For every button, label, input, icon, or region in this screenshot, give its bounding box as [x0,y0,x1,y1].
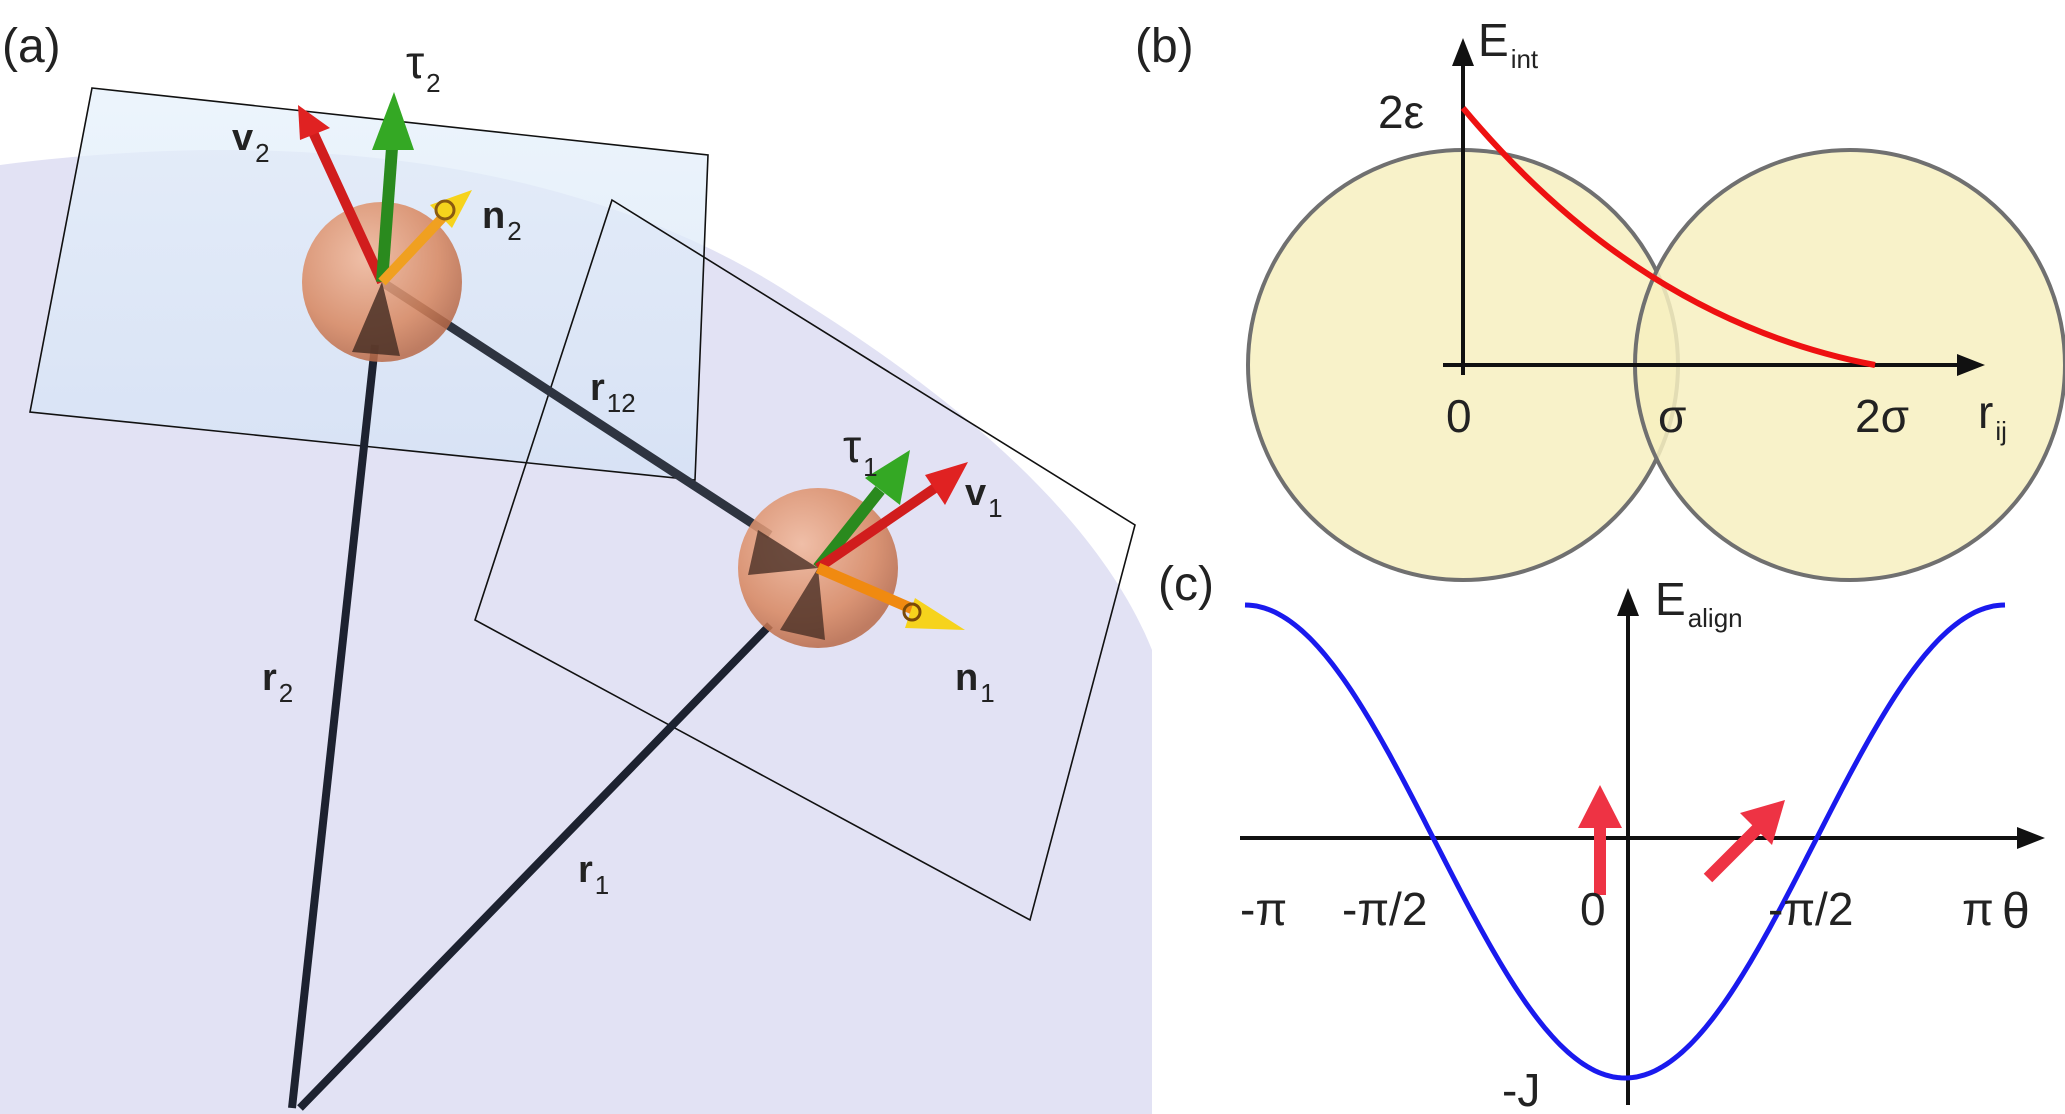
c-x-tick-pi: π [1962,883,1994,935]
b-x-tick-0: 0 [1446,390,1472,442]
b-y-axis-label: Eint [1478,14,1539,74]
alignment-energy-curve [1244,602,2006,1081]
n1-label: n1 [955,657,995,708]
r1-vector [297,622,773,1111]
c-x-tick-zero: 0 [1580,883,1606,935]
panel-a-label: (a) [2,20,61,73]
r2-label: r2 [262,657,293,708]
b-x-tick-2sigma: 2σ [1855,390,1909,442]
b-x-axis-label: rij [1978,386,2007,446]
c-x-axis-arrow [2017,827,2045,849]
panel-b-label: (b) [1135,20,1194,73]
panel-c: (c) Ealign θ -π -π/2 0 -π/2 π -J [1158,558,2045,1114]
particle-2 [298,92,472,362]
b-y-tick-2eps: 2ε [1378,86,1424,138]
panel-c-label: (c) [1158,558,1214,611]
aligned-orientation-arrow [1578,785,1622,895]
interaction-energy-curve [1460,106,1876,368]
particle-1 [738,450,968,648]
tau2-label: τ2 [406,36,441,98]
c-x-tick-neg-half-pi: -π/2 [1342,883,1427,935]
c-x-axis-label: θ [2002,883,2030,939]
c-x-tick-neg-pi: -π [1240,883,1287,935]
tau1-label: τ1 [843,420,878,482]
panel-b: (b) Eint 2ε 0 σ 2σ rij [1135,14,2065,582]
c-y-tick-neg-j: -J [1502,1064,1540,1114]
c-x-tick-half-pi: -π/2 [1768,883,1853,935]
v1-label: v1 [965,472,1003,523]
v2-label: v2 [232,117,270,168]
b-x-axis-arrow [1957,354,1985,376]
tangent-plane-1 [474,198,1136,922]
b-x-tick-sigma: σ [1658,390,1686,442]
n2-label: n2 [482,195,522,246]
c-y-axis-arrow [1617,588,1639,616]
r12-label: r12 [590,367,636,418]
r2-vector [288,344,379,1109]
r1-label: r1 [578,849,609,900]
c-y-axis-label: Ealign [1655,573,1743,633]
b-y-axis-arrow [1452,38,1474,66]
panel-a: (a) v2 τ2 n2 r12 τ1 v1 n1 r2 r1 [0,20,1152,1114]
tilted-orientation-arrow [1703,800,1785,883]
